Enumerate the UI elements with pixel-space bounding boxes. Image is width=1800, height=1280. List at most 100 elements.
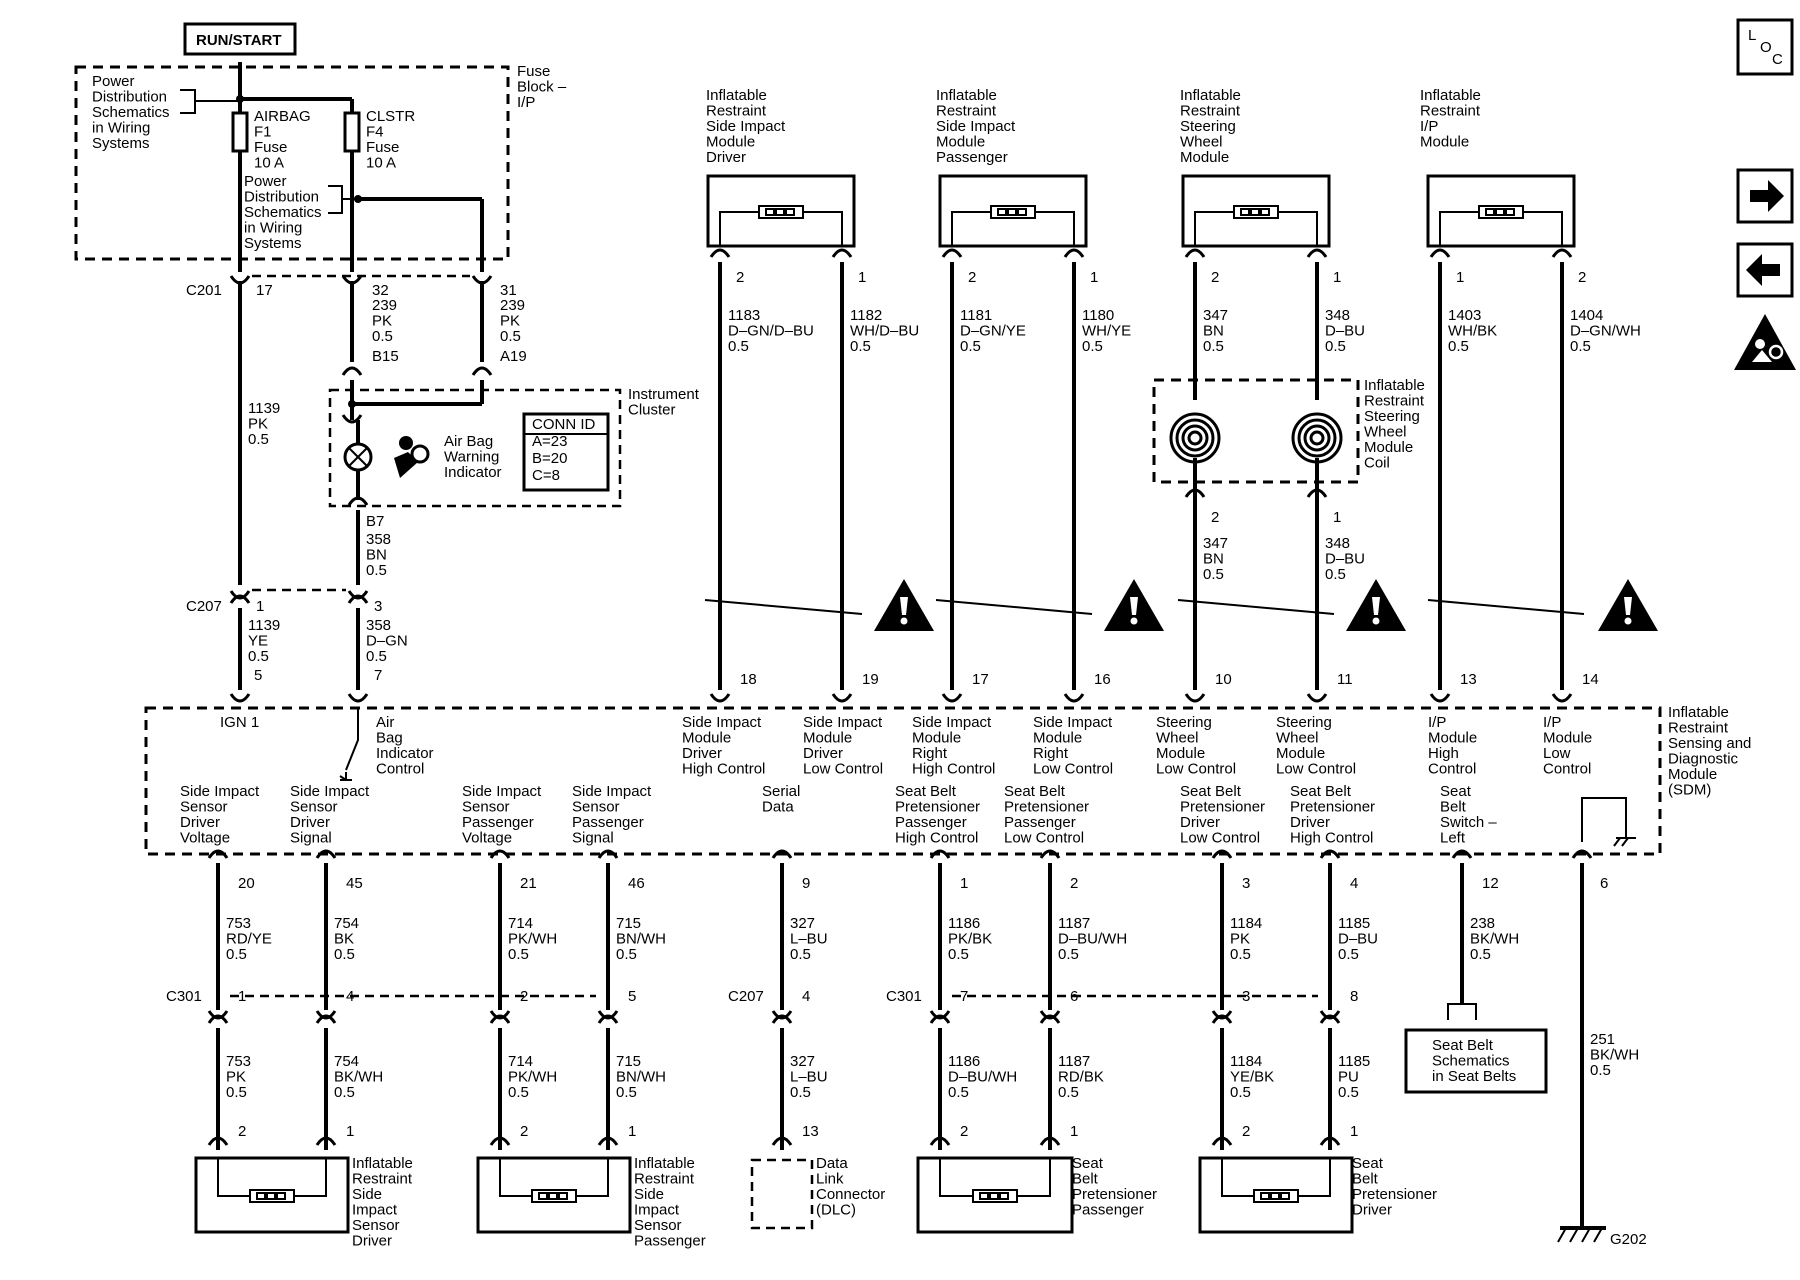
pin-label: 18 — [740, 671, 757, 688]
sdm-pin-label: Pretensioner — [1004, 799, 1089, 816]
connector-terminal-female — [1551, 692, 1573, 703]
module-label-3: I/P — [1420, 118, 1438, 135]
wire-label: YE/BK — [1230, 1069, 1274, 1086]
warning-triangle-icon — [874, 579, 934, 631]
sdm-pin-label: Side Impact — [1033, 714, 1113, 731]
wire-label: 0.5 — [948, 946, 969, 963]
module-internal — [1523, 211, 1563, 246]
device-label: Restraint — [352, 1171, 413, 1188]
sdm-pin-label: Module — [1543, 730, 1592, 747]
power-distribution-note: Systems — [244, 235, 302, 252]
wire-label: WH/D–BU — [850, 323, 919, 340]
wire-label: 753 — [226, 1053, 251, 1070]
pin-label: 2 — [1211, 269, 1219, 286]
wire-label: BN — [1203, 551, 1224, 568]
wire-label: 1181 — [960, 307, 992, 324]
device-internal — [1017, 1158, 1051, 1197]
module-box-2 — [1181, 174, 1331, 248]
wire-label: BN/WH — [616, 931, 666, 948]
sensor-element-cell — [1250, 208, 1260, 216]
ground-symbol — [1593, 1227, 1603, 1243]
wire-label: 358 — [366, 531, 391, 548]
instrument-cluster-label: Instrument — [628, 386, 700, 403]
device-label: Seat — [1352, 1155, 1384, 1172]
pin-label: 14 — [1582, 671, 1599, 688]
shield-line — [1427, 599, 1585, 615]
module-label-1: Restraint — [936, 103, 997, 120]
pin-label: 1 — [256, 598, 264, 615]
device-label: Driver — [352, 1233, 392, 1250]
sdm-pin-label: Seat Belt — [1290, 783, 1352, 800]
steering-coil-label: Steering — [1364, 408, 1420, 425]
sensor-element — [758, 205, 804, 219]
loc-letter: C — [1772, 51, 1783, 68]
fuse-airbag-label: F1 — [254, 124, 272, 141]
loc-button[interactable]: LOC — [1736, 18, 1794, 76]
wire-label: 1183 — [728, 307, 760, 324]
airbag-warning-icon[interactable] — [1734, 314, 1796, 370]
wire-label: PU — [1338, 1069, 1359, 1086]
device-box-1 — [476, 1156, 632, 1234]
sdm-pin-label: Passenger — [895, 814, 967, 831]
sdm-pin-label: Control — [1543, 761, 1591, 778]
sensor-element-cell — [1505, 208, 1515, 216]
connector-terminal-male — [341, 366, 363, 377]
sensor-element-cell — [989, 1192, 999, 1200]
module-label-3: Inflatable — [1420, 87, 1481, 104]
sdm-pin-label: Sensor — [462, 799, 510, 816]
connector-terminal-female — [709, 692, 731, 703]
fuse-block-label: Fuse — [517, 63, 550, 80]
pin-label: 13 — [1460, 671, 1477, 688]
device-label: Pretensioner — [1352, 1186, 1437, 1203]
device-label: Seat — [1072, 1155, 1104, 1172]
module-label-1: Module — [936, 134, 985, 151]
sdm-pin-label: Driver — [290, 814, 330, 831]
wire-label: 0.5 — [1325, 566, 1346, 583]
sdm-pin-label: Passenger — [572, 814, 644, 831]
sdm-pin-label: Bag — [376, 730, 403, 747]
wire-label: 0.5 — [226, 946, 247, 963]
pin-label: 1 — [858, 269, 866, 286]
ground-symbol — [1557, 1227, 1567, 1243]
pin-label: 1 — [1070, 1123, 1078, 1140]
sdm-pin-label: Indicator — [376, 745, 434, 762]
module-label-2: Module — [1180, 149, 1229, 166]
pin-label: 17 — [256, 282, 273, 299]
forward-arrow-button[interactable] — [1736, 168, 1794, 224]
wire-label: 327 — [790, 915, 815, 932]
pin-label: 1 — [1456, 269, 1464, 286]
shield-line — [1177, 599, 1335, 615]
connector-terminal-male — [471, 366, 493, 377]
module-label-1: Side Impact — [936, 118, 1016, 135]
pin-label: 1 — [1333, 269, 1341, 286]
wire-label: 239 — [372, 297, 397, 314]
module-box-3 — [1426, 174, 1576, 248]
fuse-airbag-label: 10 A — [254, 155, 284, 172]
pin-label: 1 — [1333, 509, 1341, 526]
right-arrow-icon — [1750, 180, 1784, 212]
sdm-pin-label: Air — [376, 714, 394, 731]
wire-label: 0.5 — [248, 431, 269, 448]
sensor-element-cell — [266, 1192, 276, 1200]
connector-terminal-female — [347, 692, 369, 703]
connector-terminal-male — [831, 248, 853, 259]
left-arrow-icon — [1746, 254, 1780, 286]
connector-c207: C207 — [728, 988, 764, 1005]
wire-label: 1186 — [948, 1053, 980, 1070]
loc-letter: O — [1760, 39, 1772, 56]
sdm-label: Restraint — [1668, 720, 1729, 737]
module-internal — [1278, 211, 1318, 246]
connector-terminal-male — [1306, 248, 1328, 259]
wire-label: 754 — [334, 915, 359, 932]
pin-label: A19 — [500, 348, 527, 365]
device-internal — [499, 1158, 532, 1197]
back-arrow-button[interactable] — [1736, 242, 1794, 298]
module-label-2: Restraint — [1180, 103, 1241, 120]
wire-label: 1187 — [1058, 1053, 1090, 1070]
wire-label: BK/WH — [1590, 1047, 1639, 1064]
wire-label: 714 — [508, 1053, 533, 1070]
connector-terminal-male — [489, 849, 511, 860]
indicator-ground — [339, 775, 347, 781]
device-label: Pretensioner — [1072, 1186, 1157, 1203]
module-box-1 — [938, 174, 1088, 248]
